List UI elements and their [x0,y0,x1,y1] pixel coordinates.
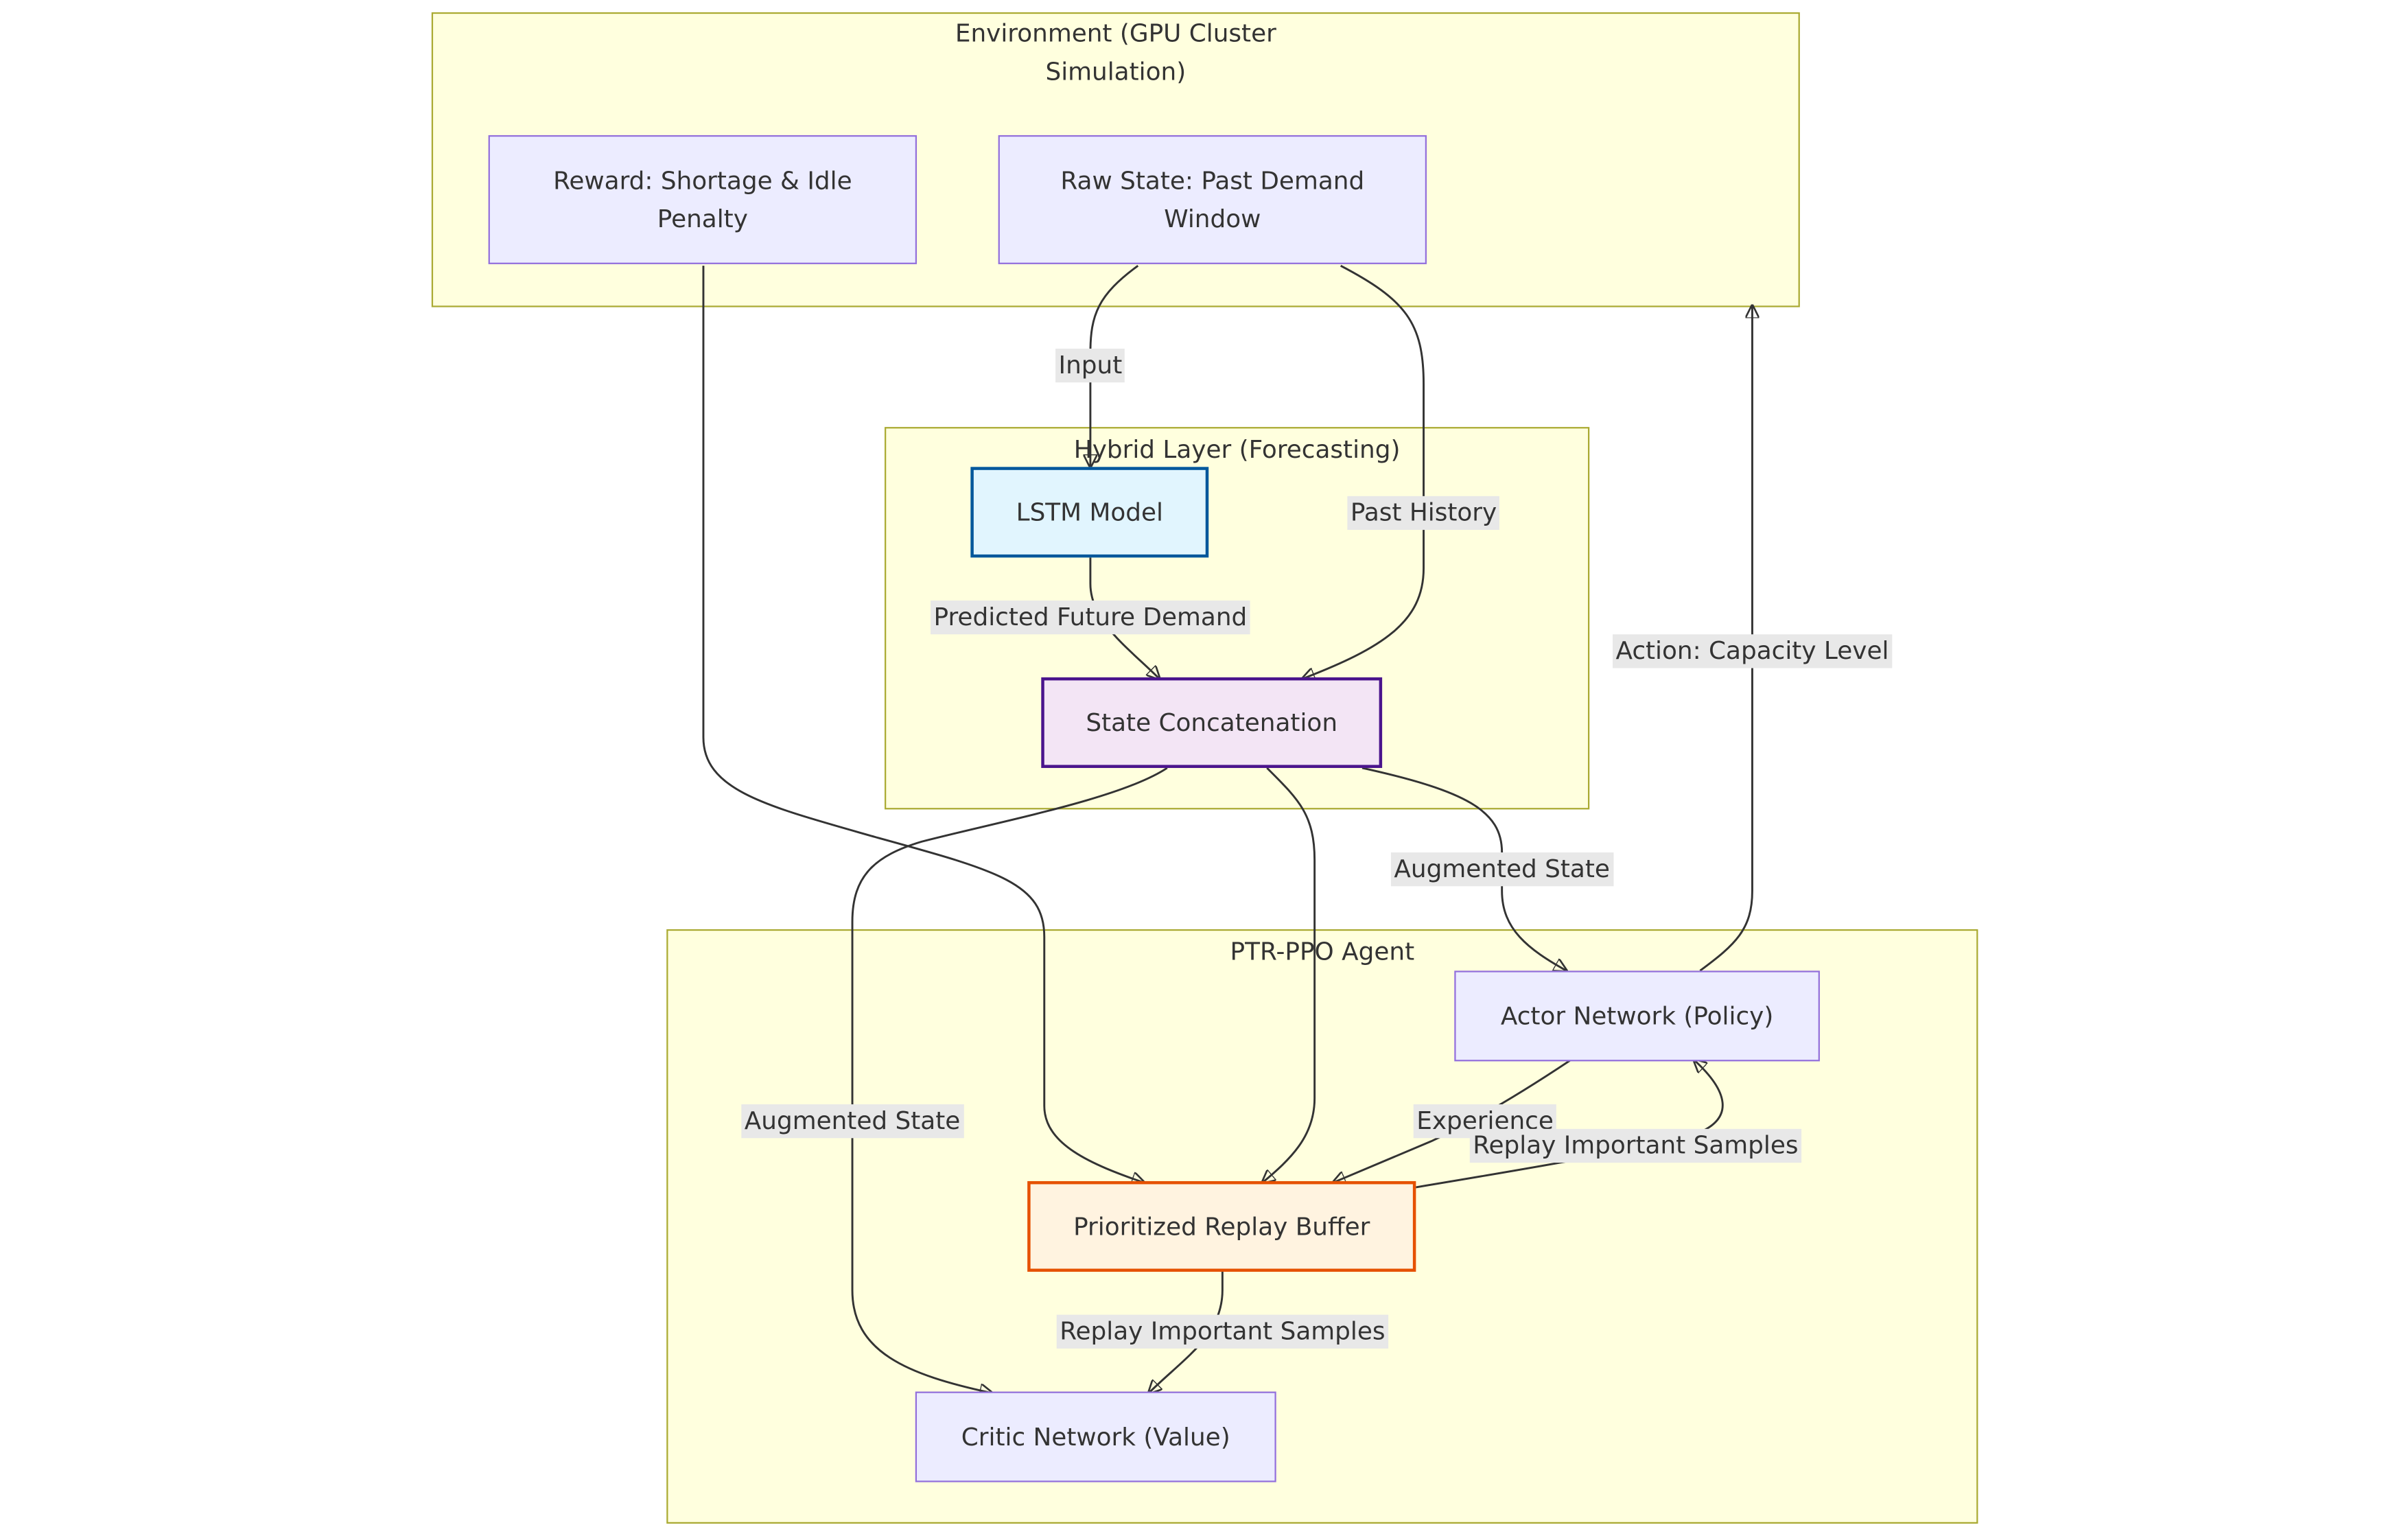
edge-label-past-history: Past History [1347,496,1500,531]
node-raw-state-label: Raw State: Past Demand Window [1060,165,1365,234]
edge-label-replay-actor: Replay Important Samples [1469,1128,1801,1163]
cluster-hybrid-title: Hybrid Layer (Forecasting) [1073,434,1401,464]
node-actor-network: Actor Network (Policy) [1454,970,1820,1062]
edge-augmented-critic [851,767,1168,1393]
edge-reward-buffer [702,266,1144,1183]
edge-input [1090,264,1139,467]
node-concat-label: State Concatenation [1086,708,1338,738]
edge-label-augmented-actor: Augmented State [1390,852,1613,887]
edge-concat-buffer [1263,767,1316,1183]
node-lstm-model: LSTM Model [970,467,1209,558]
edge-label-action: Action: Capacity Level [1612,634,1892,668]
node-reward-label: Reward: Shortage & Idle Penalty [553,165,852,234]
edge-label-augmented-critic: Augmented State [741,1104,963,1139]
node-actor-label: Actor Network (Policy) [1500,1001,1774,1031]
node-buffer-label: Prioritized Replay Buffer [1073,1211,1370,1242]
node-critic-network: Critic Network (Value) [915,1391,1276,1482]
edge-action [1699,305,1752,972]
node-critic-label: Critic Network (Value) [961,1422,1230,1452]
edge-label-input: Input [1055,349,1125,383]
cluster-environment-title: Environment (GPU Cluster Simulation) [955,18,1276,86]
edge-past-history [1302,264,1425,679]
cluster-agent-title: PTR-PPO Agent [1230,937,1415,966]
edge-label-predicted-demand: Predicted Future Demand [931,601,1250,635]
node-raw-state: Raw State: Past Demand Window [998,135,1427,264]
node-lstm-label: LSTM Model [1016,498,1163,527]
edge-label-replay-critic: Replay Important Samples [1056,1314,1388,1349]
edge-augmented-actor [1361,767,1567,970]
node-prioritized-replay-buffer: Prioritized Replay Buffer [1027,1180,1416,1272]
node-state-concatenation: State Concatenation [1041,677,1383,768]
node-reward: Reward: Shortage & Idle Penalty [488,135,917,264]
